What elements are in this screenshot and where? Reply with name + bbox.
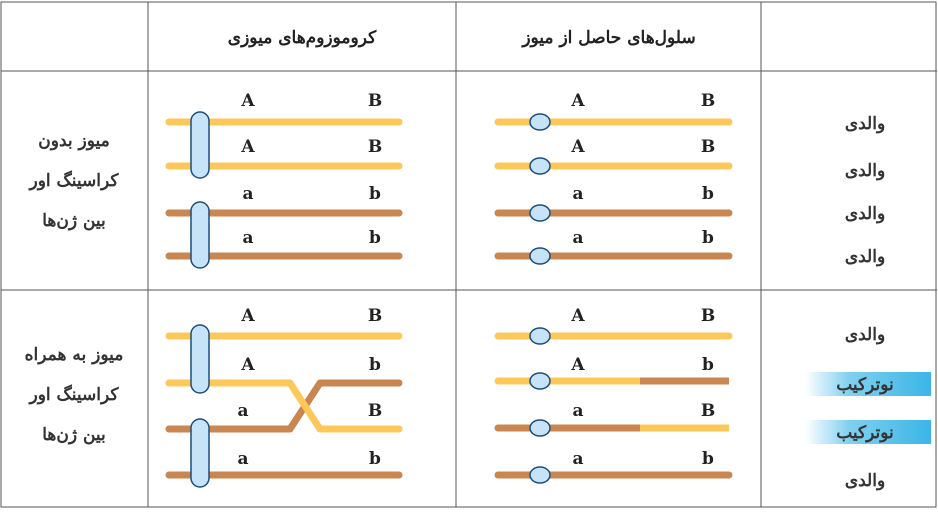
gene-label: A (240, 355, 255, 375)
type-label: والدی (845, 471, 885, 491)
gene-label: B (368, 401, 382, 421)
recombinant-highlight (805, 372, 931, 396)
gene-label: b (369, 184, 381, 204)
row-label-line: بین ژن‌ها (42, 211, 106, 231)
gene-label: a (242, 184, 253, 204)
gene-label: a (237, 401, 248, 421)
crossover-chromatid-yellow (165, 379, 403, 433)
gene-label: B (368, 306, 382, 326)
gene-label: a (572, 449, 583, 469)
row-label-line: بین ژن‌ها (42, 425, 106, 445)
type-label: والدی (845, 204, 885, 224)
type-label: والدی (845, 325, 885, 345)
centromere (529, 204, 551, 222)
type-label: نوترکیب (836, 375, 894, 395)
cells-no-crossover (494, 118, 733, 260)
row-label-line: کراسینگ اور (28, 384, 120, 405)
gene-label: A (240, 306, 255, 326)
header-chromosomes: کروموزوم‌های میوزی (228, 28, 377, 48)
centromere (190, 111, 210, 179)
gene-label: A (240, 137, 255, 157)
centromere (190, 324, 210, 394)
row-label-crossover: میوز به همراه کراسینگ اور بین ژن‌ها (25, 345, 124, 445)
gene-label: B (368, 91, 382, 111)
type-label: نوترکیب (836, 423, 894, 443)
gene-label: A (570, 91, 585, 111)
gene-label: B (701, 401, 715, 421)
offspring-types-crossover: والدی نوترکیب نوترکیب والدی (805, 325, 931, 491)
gene-label: b (702, 184, 714, 204)
centromere (529, 327, 551, 345)
cell-centromeres-r0 (529, 113, 551, 265)
centromere (529, 157, 551, 175)
cells-crossover (494, 332, 733, 479)
centromere (529, 247, 551, 265)
centromere (190, 418, 210, 488)
row-label-no-crossover: میوز بدون کراسینگ اور بین ژن‌ها (28, 131, 120, 231)
centromere (190, 201, 210, 269)
type-label: والدی (845, 247, 885, 267)
type-label: والدی (845, 114, 885, 134)
gene-label: b (702, 449, 714, 469)
gene-label: b (369, 449, 381, 469)
gene-label: B (368, 137, 382, 157)
cell-centromeres-r1 (529, 327, 551, 484)
gene-labels-cells-r1: A B A b a B a b (570, 306, 715, 469)
gene-label: a (237, 449, 248, 469)
gene-labels-chromosomes-r0: A B A B a b a b (240, 91, 382, 248)
centromere (529, 372, 551, 390)
gene-label: b (702, 228, 714, 248)
gene-label: A (570, 355, 585, 375)
offspring-types-no-crossover: والدی والدی والدی والدی (845, 114, 885, 267)
gene-label: a (572, 184, 583, 204)
gene-labels-chromosomes-r1: A B A b a B a b (237, 306, 382, 469)
gene-label: b (369, 355, 381, 375)
gene-label: a (242, 228, 253, 248)
row-label-line: میوز بدون (38, 131, 110, 151)
gene-label: A (240, 91, 255, 111)
centromere (529, 419, 551, 437)
gene-label: b (369, 228, 381, 248)
gene-label: a (572, 401, 583, 421)
recombinant-highlight (805, 420, 931, 444)
gene-label: A (570, 306, 585, 326)
gene-label: B (701, 137, 715, 157)
gene-label: B (701, 91, 715, 111)
header-cells: سلول‌های حاصل از میوز (520, 28, 695, 48)
gene-label: a (572, 228, 583, 248)
type-label: والدی (845, 161, 885, 181)
gene-label: b (702, 355, 714, 375)
row-label-line: کراسینگ اور (28, 170, 120, 191)
row-label-line: میوز به همراه (25, 345, 124, 365)
centromere (529, 113, 551, 131)
centromere (529, 466, 551, 484)
gene-label: B (701, 306, 715, 326)
gene-labels-cells-r0: A B A B a b a b (570, 91, 715, 248)
gene-label: A (570, 137, 585, 157)
